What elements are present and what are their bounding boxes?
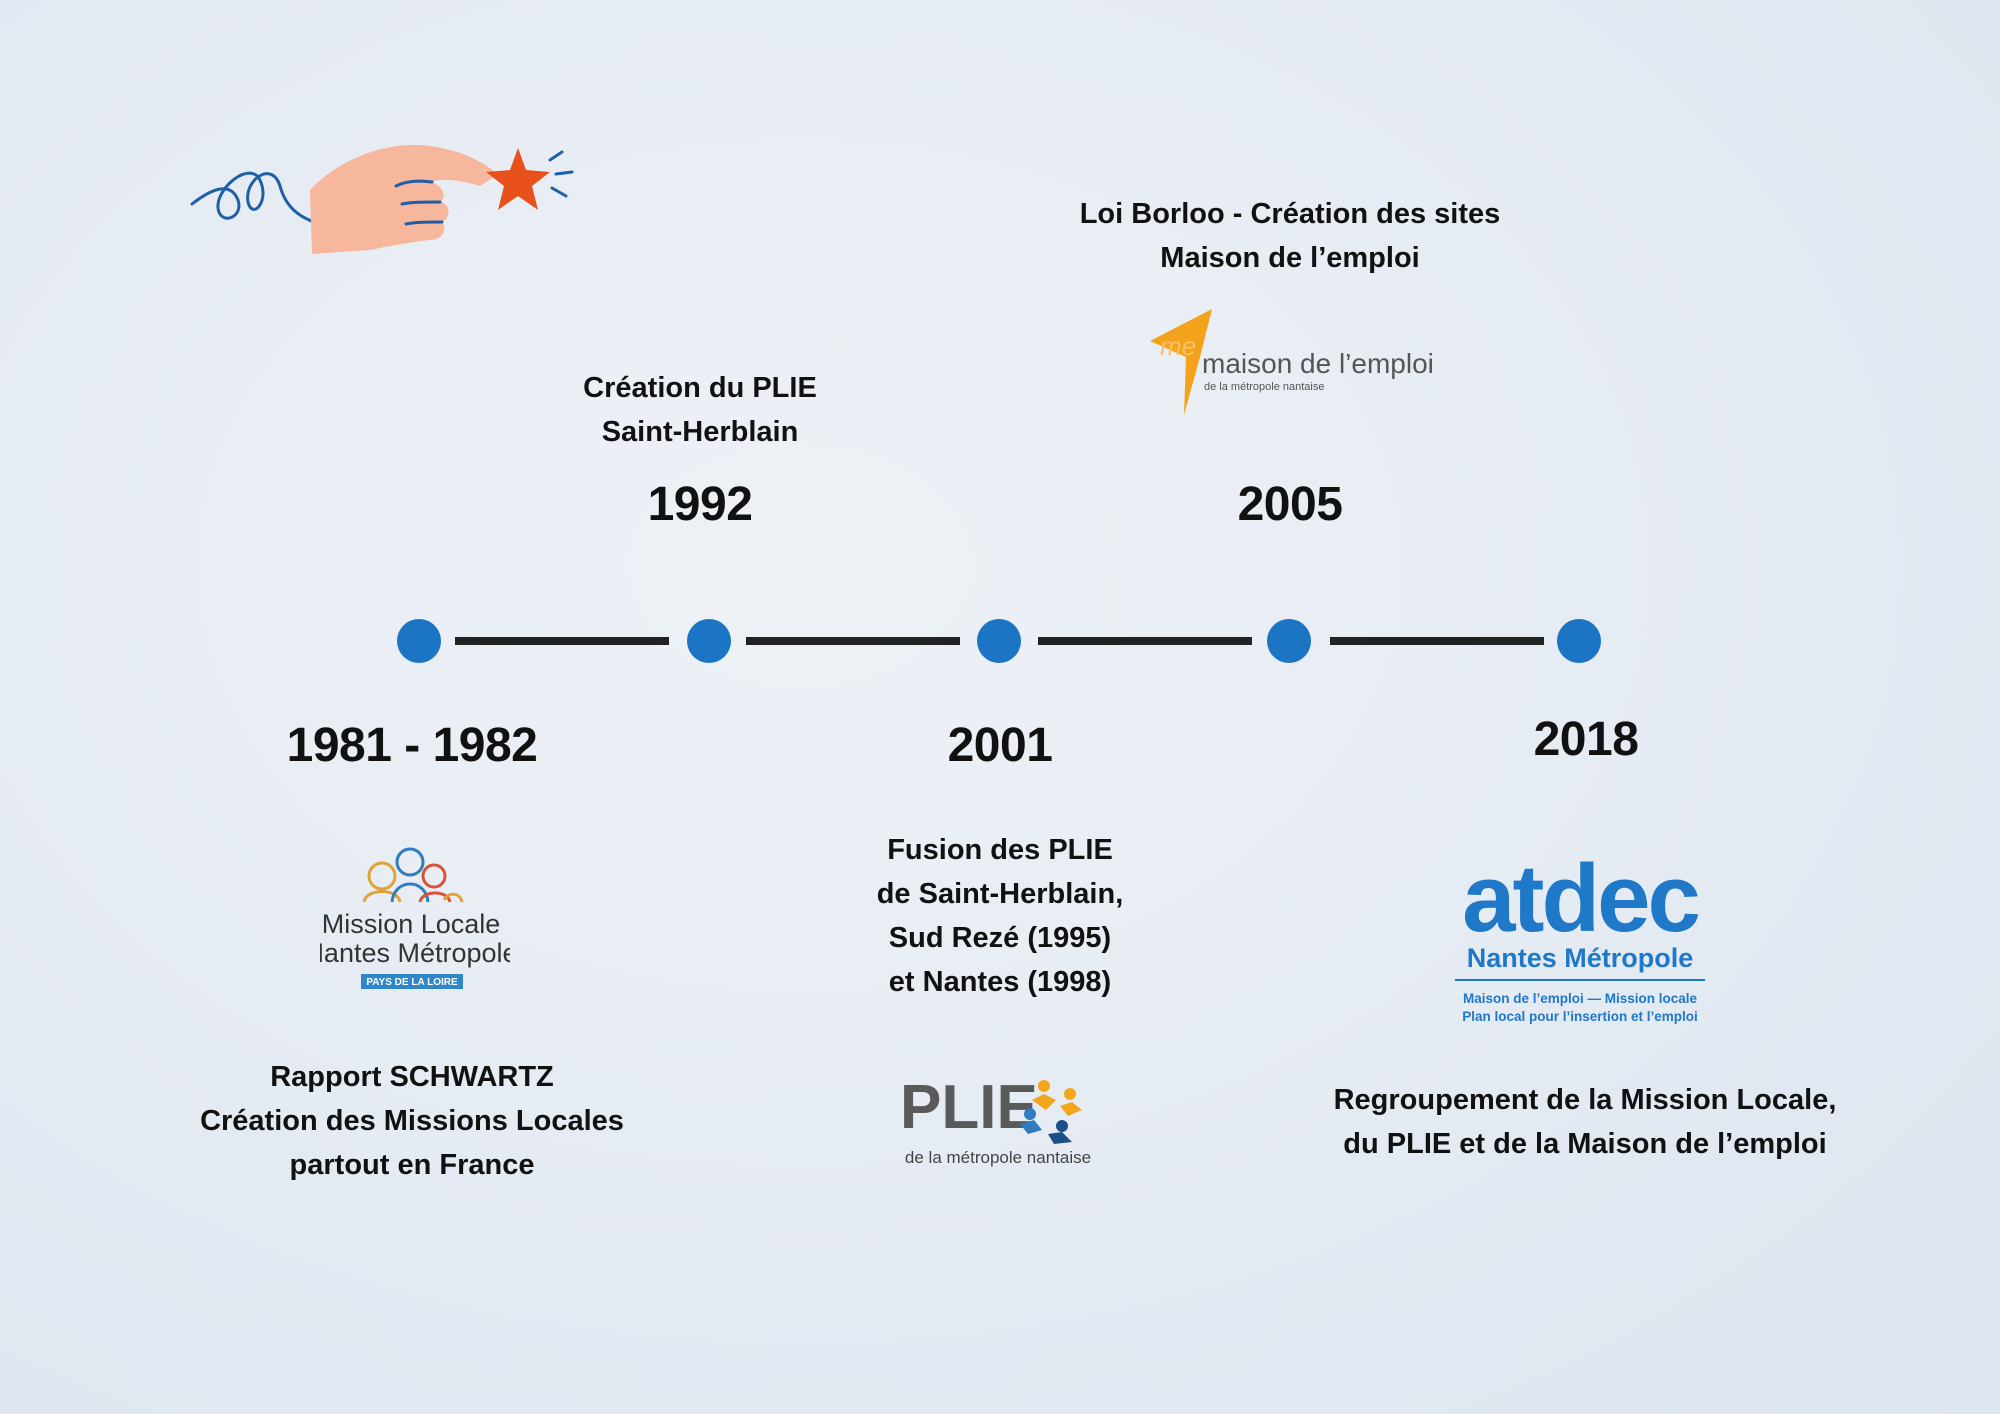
atdec-logo-line2: Plan local pour l’insertion et l’emploi	[1462, 1009, 1698, 1024]
timeline-segment	[1038, 637, 1252, 645]
atdec-logo-line1: Maison de l’emploi — Mission locale	[1463, 991, 1698, 1006]
atdec-logo: atdec Nantes Métropole Maison de l’emplo…	[1455, 845, 1705, 1024]
timeline-segment	[746, 637, 960, 645]
plie-logo-name: PLIE	[900, 1073, 1038, 1142]
maison-emploi-mark: me	[1160, 331, 1196, 361]
event-desc-1981: Rapport SCHWARTZ Création des Missions L…	[162, 1055, 662, 1187]
mission-locale-line2: Nantes Métropole	[320, 938, 510, 968]
event-desc-line: partout en France	[289, 1149, 535, 1181]
event-desc-line: et Nantes (1998)	[888, 966, 1112, 998]
timeline-dot-1981	[397, 619, 441, 663]
event-desc-2001: Fusion des PLIE de Saint-Herblain, Sud R…	[800, 828, 1200, 1004]
mission-locale-badge: PAYS DE LA LOIRE	[366, 977, 458, 988]
atdec-logo-city: Nantes Métropole	[1467, 943, 1694, 973]
event-desc-line: Création des Missions Locales	[200, 1105, 624, 1137]
event-desc-line: de Saint-Herblain,	[876, 878, 1124, 910]
event-year-1992: 1992	[647, 478, 753, 531]
event-desc-1992: Création du PLIE Saint-Herblain	[500, 366, 900, 454]
plie-people-icon	[1020, 1080, 1082, 1144]
event-year-1981: 1981 - 1982	[286, 719, 538, 772]
event-desc-line: Sud Rezé (1995)	[888, 922, 1112, 954]
mission-locale-line1: Mission Locale	[322, 909, 501, 939]
timeline-dot-1992	[687, 619, 731, 663]
plie-logo-sub: de la métropole nantaise	[905, 1148, 1091, 1167]
event-desc-2005: Loi Borloo - Création des sites Maison d…	[1040, 192, 1540, 280]
atdec-logo-name: atdec	[1462, 845, 1698, 952]
event-desc-line: Regroupement de la Mission Locale,	[1333, 1084, 1837, 1116]
event-desc-line: du PLIE et de la Maison de l’emploi	[1343, 1128, 1827, 1160]
event-year-2018: 2018	[1533, 713, 1639, 766]
timeline-dot-2018	[1557, 619, 1601, 663]
mission-locale-logo: Mission Locale Nantes Métropole PAYS DE …	[320, 847, 510, 989]
maison-emploi-logo: me maison de l’emploi de la métropole na…	[1150, 309, 1434, 415]
timeline-segment	[1330, 637, 1544, 645]
event-year-2001: 2001	[947, 719, 1053, 772]
event-year-2005: 2005	[1237, 478, 1343, 531]
event-desc-line: Saint-Herblain	[601, 416, 799, 448]
timeline-dot-2005	[1267, 619, 1311, 663]
event-desc-line: Loi Borloo - Création des sites	[1079, 198, 1501, 230]
maison-emploi-name: maison de l’emploi	[1202, 348, 1434, 379]
plie-logo: PLIE de la métropole nantaise	[900, 1073, 1091, 1167]
event-desc-line: Rapport SCHWARTZ	[270, 1061, 554, 1093]
event-desc-line: Fusion des PLIE	[887, 834, 1113, 866]
maison-emploi-sub: de la métropole nantaise	[1204, 381, 1324, 393]
timeline-dot-2001	[977, 619, 1021, 663]
event-desc-2018: Regroupement de la Mission Locale, du PL…	[1290, 1078, 1880, 1166]
timeline-segment	[455, 637, 669, 645]
hand-holding-star-icon	[190, 144, 574, 254]
event-desc-line: Maison de l’emploi	[1160, 242, 1420, 274]
event-desc-line: Création du PLIE	[583, 372, 817, 404]
